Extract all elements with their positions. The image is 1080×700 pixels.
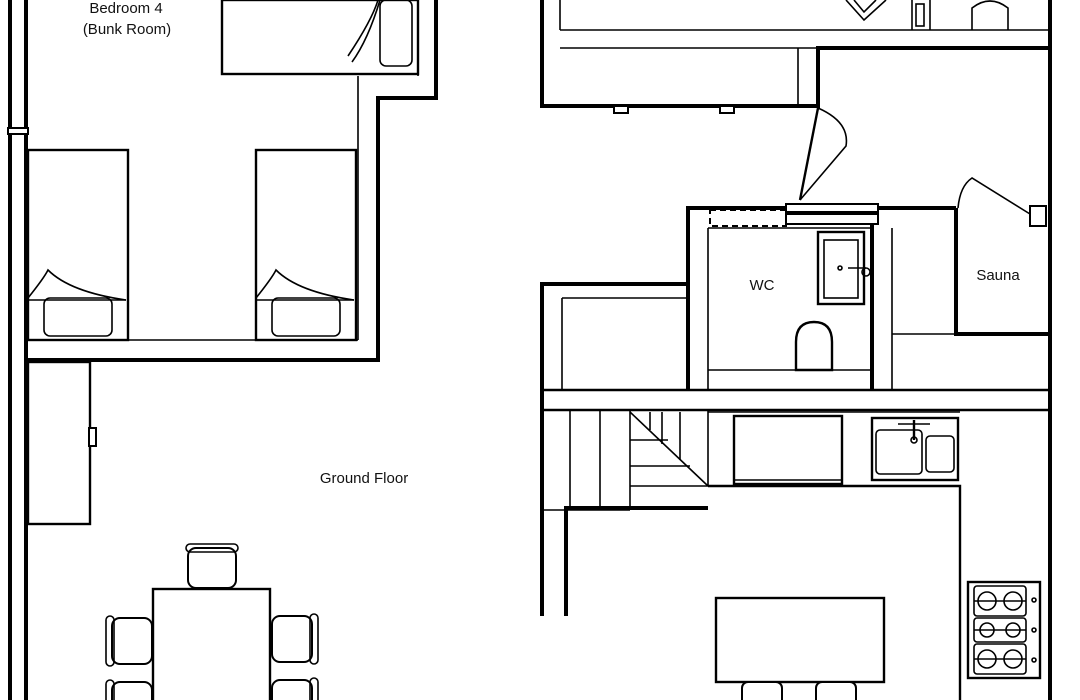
top-bed: [220, 0, 420, 76]
wc-door-swing: [798, 107, 848, 201]
bedroom-4-walls: [26, 0, 438, 362]
bunk-bed-right: [254, 148, 358, 342]
wc-door-frame: [709, 203, 879, 227]
sauna-label: Sauna: [976, 267, 1020, 284]
top-fixtures: [845, 0, 1009, 30]
dining-chair-right-1: [271, 613, 319, 665]
dining-chair-left-2: [105, 679, 153, 700]
cooktop: [966, 580, 1042, 680]
bedroom-4-label: Bedroom 4: [89, 0, 162, 17]
dining-chair-left-1: [105, 615, 153, 667]
kitchen-counter: [708, 411, 962, 700]
kitchen-sink: [870, 416, 960, 482]
wc-walls: [686, 206, 956, 390]
kitchen-partition: [564, 506, 708, 616]
bar-stool-left: [741, 681, 783, 700]
corridor-separator: [542, 388, 1050, 412]
dining-table: [151, 587, 272, 700]
sauna-walls: [892, 177, 1050, 336]
kitchen-island: [714, 596, 886, 684]
ground-floor-label: Ground Floor: [320, 470, 408, 487]
staircase: [542, 410, 709, 511]
dining-chair-top: [185, 543, 239, 589]
bunk-bed-left: [26, 148, 130, 342]
oven: [732, 414, 844, 486]
bar-stool-right: [815, 681, 857, 700]
left-exterior-wall: [7, 0, 29, 700]
top-right-room-walls: [540, 0, 1050, 114]
dining-chair-right-2: [271, 677, 319, 700]
storage-cupboard: [26, 360, 97, 526]
wc-toilet: [794, 320, 834, 372]
bunk-room-label: (Bunk Room): [83, 21, 171, 38]
wc-basin: [816, 230, 871, 306]
utility-room-walls: [540, 282, 688, 616]
wc-label: WC: [750, 277, 775, 294]
